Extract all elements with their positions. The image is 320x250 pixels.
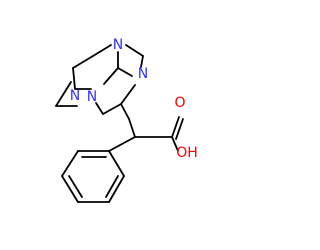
bond-cage (92, 44, 112, 57)
bond-cage (120, 103, 130, 120)
nitrogen-label-top: N (113, 37, 123, 53)
bond-ring (108, 150, 125, 177)
bond-ring-inner (105, 175, 119, 198)
bond-ring (108, 175, 125, 203)
atom-labels: N N N N O OH (70, 37, 198, 161)
bond-cage (120, 84, 136, 105)
nitrogen-label-left: N (70, 88, 80, 104)
bond-cage (72, 67, 76, 90)
bond-hydroxyl (171, 136, 179, 152)
bond-cage (95, 102, 104, 115)
oxygen-label-carbonyl: O (174, 95, 185, 111)
nitrogen-label-middle: N (87, 89, 97, 105)
molecule-structure: N N N N O OH (55, 37, 198, 203)
bond-carbonyl (175, 118, 184, 140)
bond-cage (72, 55, 94, 69)
bond-cage (125, 44, 144, 57)
bond-cage (140, 55, 144, 68)
bond-chain (128, 118, 136, 138)
bond-phenyl (108, 136, 136, 152)
bonds (55, 44, 184, 203)
bond-ring (61, 175, 79, 203)
bond-cage (102, 103, 122, 115)
hydroxyl-label: OH (176, 145, 198, 161)
bond-cage (55, 81, 72, 107)
bond-cage (103, 67, 119, 85)
bond-ring (61, 150, 79, 177)
bond-cage (117, 67, 133, 77)
nitrogen-label-right: N (138, 66, 148, 82)
bond-ring-inner (68, 175, 83, 198)
bond-carbonyl (171, 116, 180, 138)
